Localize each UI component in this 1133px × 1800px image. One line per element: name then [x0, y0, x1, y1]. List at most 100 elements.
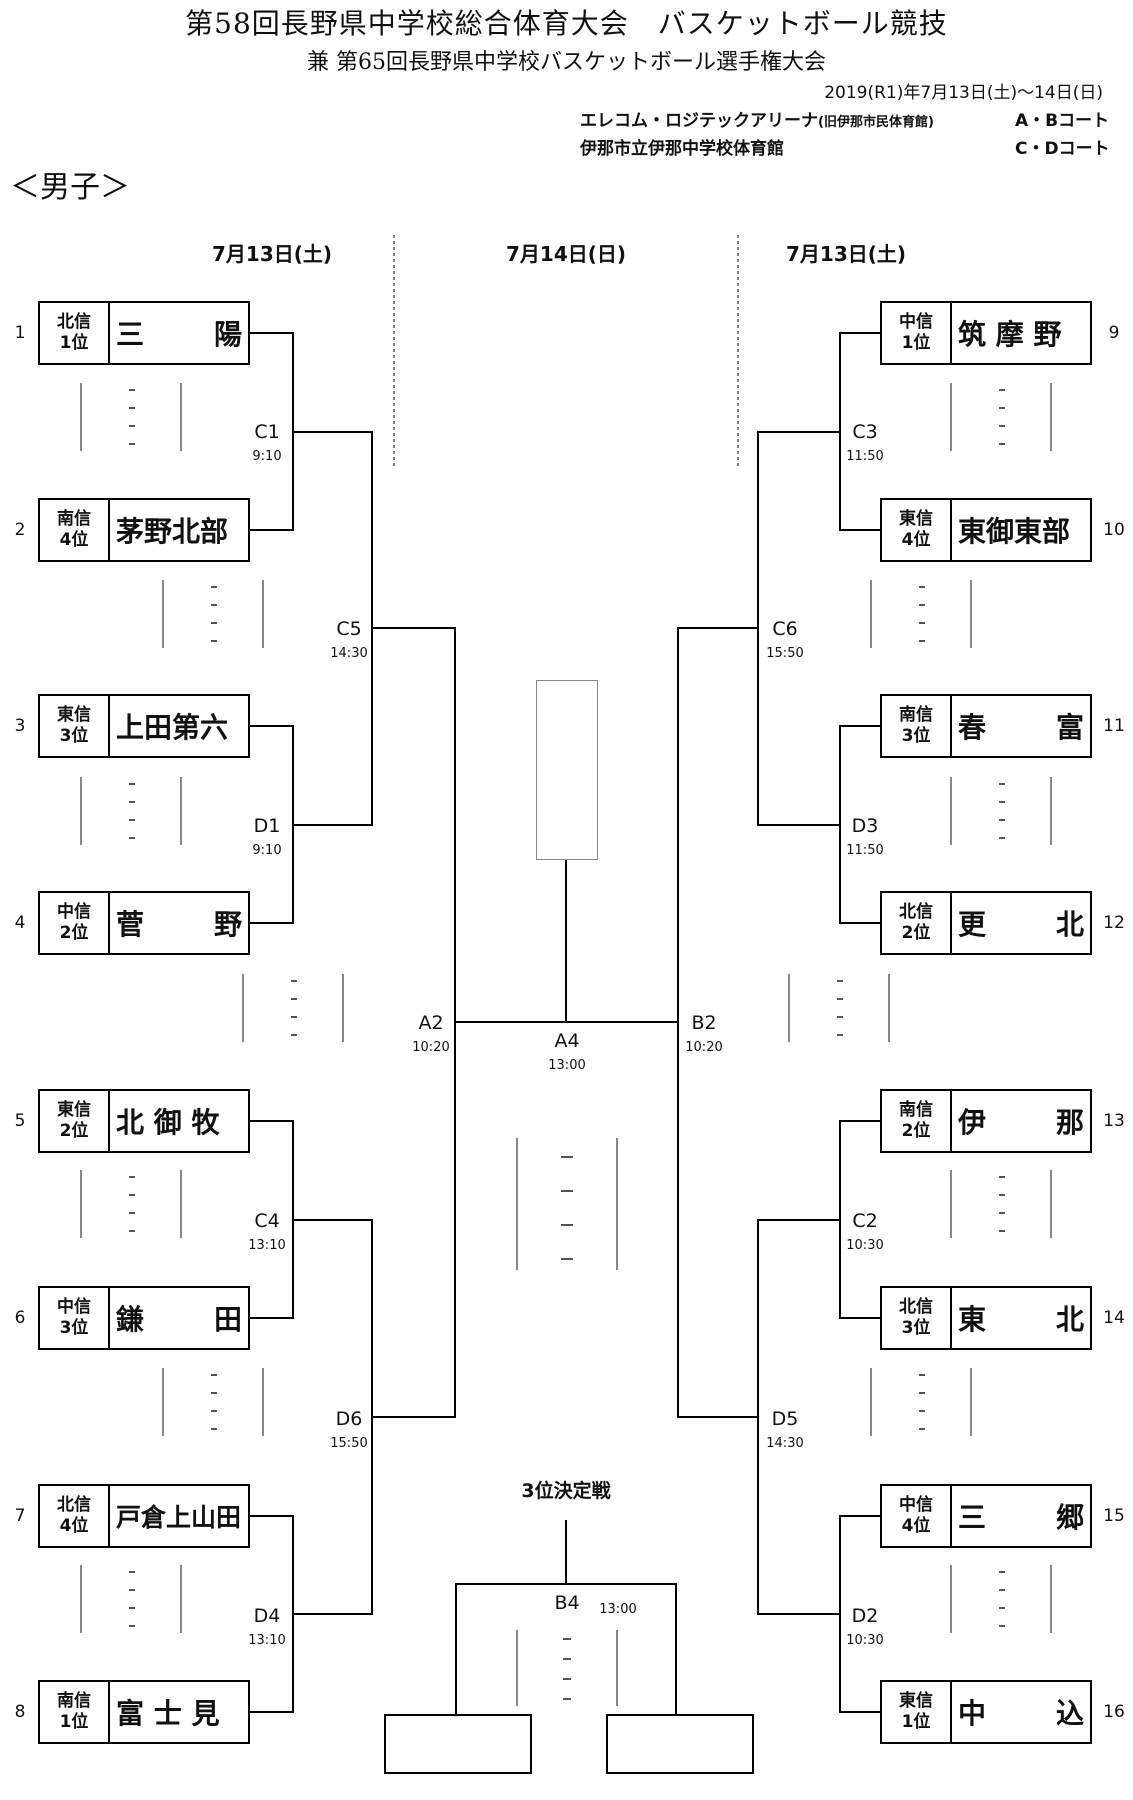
team-name-part1: 東御東部 [958, 515, 1071, 548]
game-code: C6 [772, 618, 798, 640]
team-number: 3 [14, 716, 26, 736]
game-time: 14:30 [330, 646, 368, 661]
team-name-part1: 菅 [116, 908, 145, 941]
game-code: B2 [691, 1012, 717, 1034]
score-placeholder [162, 1368, 264, 1436]
rank-region: 中信 [899, 1495, 933, 1515]
rank-place: 4位 [901, 530, 931, 550]
team-number: 10 [1103, 520, 1125, 540]
team-number: 14 [1103, 1308, 1125, 1328]
rank-region: 北信 [899, 1297, 933, 1317]
team-name-part1: 筑 摩 野 [958, 318, 1062, 351]
score-placeholder [242, 974, 344, 1042]
team-name: 東北 [952, 1288, 1090, 1348]
game-time: 13:10 [248, 1633, 286, 1648]
team-name-part1: 更 [958, 908, 987, 941]
game-time: 14:30 [766, 1436, 804, 1451]
team-name: 東御東部 [952, 500, 1090, 560]
third-place-score-placeholder [516, 1630, 618, 1706]
game-code: D5 [771, 1408, 799, 1430]
game-time: 11:50 [846, 449, 884, 464]
team-name: 上田第六 [110, 696, 248, 756]
team-number: 2 [14, 520, 26, 540]
game-code: D3 [851, 815, 879, 837]
team-name-part1: 三 [116, 318, 145, 351]
venue1-name: エレコム・ロジテックアリーナ(旧伊那市民体育館) [580, 111, 934, 131]
game-time: 11:50 [846, 843, 884, 858]
team-number: 16 [1103, 1702, 1125, 1722]
rank-place: 1位 [901, 1712, 931, 1732]
rank-place: 2位 [59, 1121, 89, 1141]
tournament-dates: 2019(R1)年7月13日(土)～14日(日) [824, 83, 1103, 103]
game-time: 9:10 [252, 843, 282, 858]
game-time: 10:20 [412, 1040, 450, 1055]
venue2-name: 伊那市立伊那中学校体育館 [580, 139, 784, 159]
game-code: C3 [852, 421, 878, 443]
team-name-part1: 春 [958, 711, 987, 744]
game-code: C5 [336, 618, 362, 640]
team-name: 鎌田 [110, 1288, 248, 1348]
game-time: 15:50 [330, 1436, 368, 1451]
rank-place: 3位 [59, 726, 89, 746]
team-name-part1: 伊 [958, 1106, 987, 1139]
team-number: 12 [1103, 913, 1125, 933]
score-placeholder [80, 777, 182, 845]
rank-region: 東信 [899, 1691, 933, 1711]
team-name-part1: 上田第六 [116, 711, 229, 744]
team-name: 筑 摩 野 [952, 303, 1090, 363]
rank-region: 中信 [899, 312, 933, 332]
game-code: D6 [335, 1408, 363, 1430]
team-name-part2: 那 [1055, 1106, 1084, 1139]
team-number: 1 [14, 323, 26, 343]
team-name-part1: 北 御 牧 [116, 1106, 220, 1139]
team-name: 三郷 [952, 1486, 1090, 1546]
champion-box [536, 680, 598, 860]
rank-region: 中信 [57, 1297, 91, 1317]
score-placeholder [870, 580, 972, 648]
team-name: 富 士 見 [110, 1682, 248, 1742]
tournament-title: 第58回長野県中学校総合体育大会 バスケットボール競技 [185, 7, 948, 40]
game-code: C1 [254, 421, 280, 443]
rank-place: 4位 [59, 1516, 89, 1536]
team-name: 茅野北部 [110, 500, 248, 560]
team-number: 8 [14, 1702, 26, 1722]
third-place-box-right [606, 1714, 754, 1774]
team-name: 伊那 [952, 1091, 1090, 1151]
team-number: 13 [1103, 1111, 1125, 1131]
game-code: B4 [554, 1592, 580, 1614]
score-placeholder [950, 1170, 1052, 1238]
game-time: 10:30 [846, 1238, 884, 1253]
team-name-part2: 陽 [213, 318, 242, 351]
score-placeholder [950, 383, 1052, 451]
rank-region: 北信 [899, 902, 933, 922]
final-score-placeholder [516, 1138, 618, 1270]
venue1-courts: A・Bコート [1015, 111, 1110, 131]
game-code: D4 [253, 1605, 281, 1627]
game-time: 9:10 [252, 449, 282, 464]
rank-region: 中信 [57, 902, 91, 922]
game-code: A4 [554, 1030, 580, 1052]
game-code: A2 [418, 1012, 444, 1034]
rank-place: 1位 [901, 333, 931, 353]
team-name-part2: 込 [1055, 1697, 1084, 1730]
rank-place: 4位 [59, 530, 89, 550]
score-placeholder [80, 1170, 182, 1238]
rank-place: 1位 [59, 333, 89, 353]
team-name-part1: 鎌 [116, 1303, 145, 1336]
